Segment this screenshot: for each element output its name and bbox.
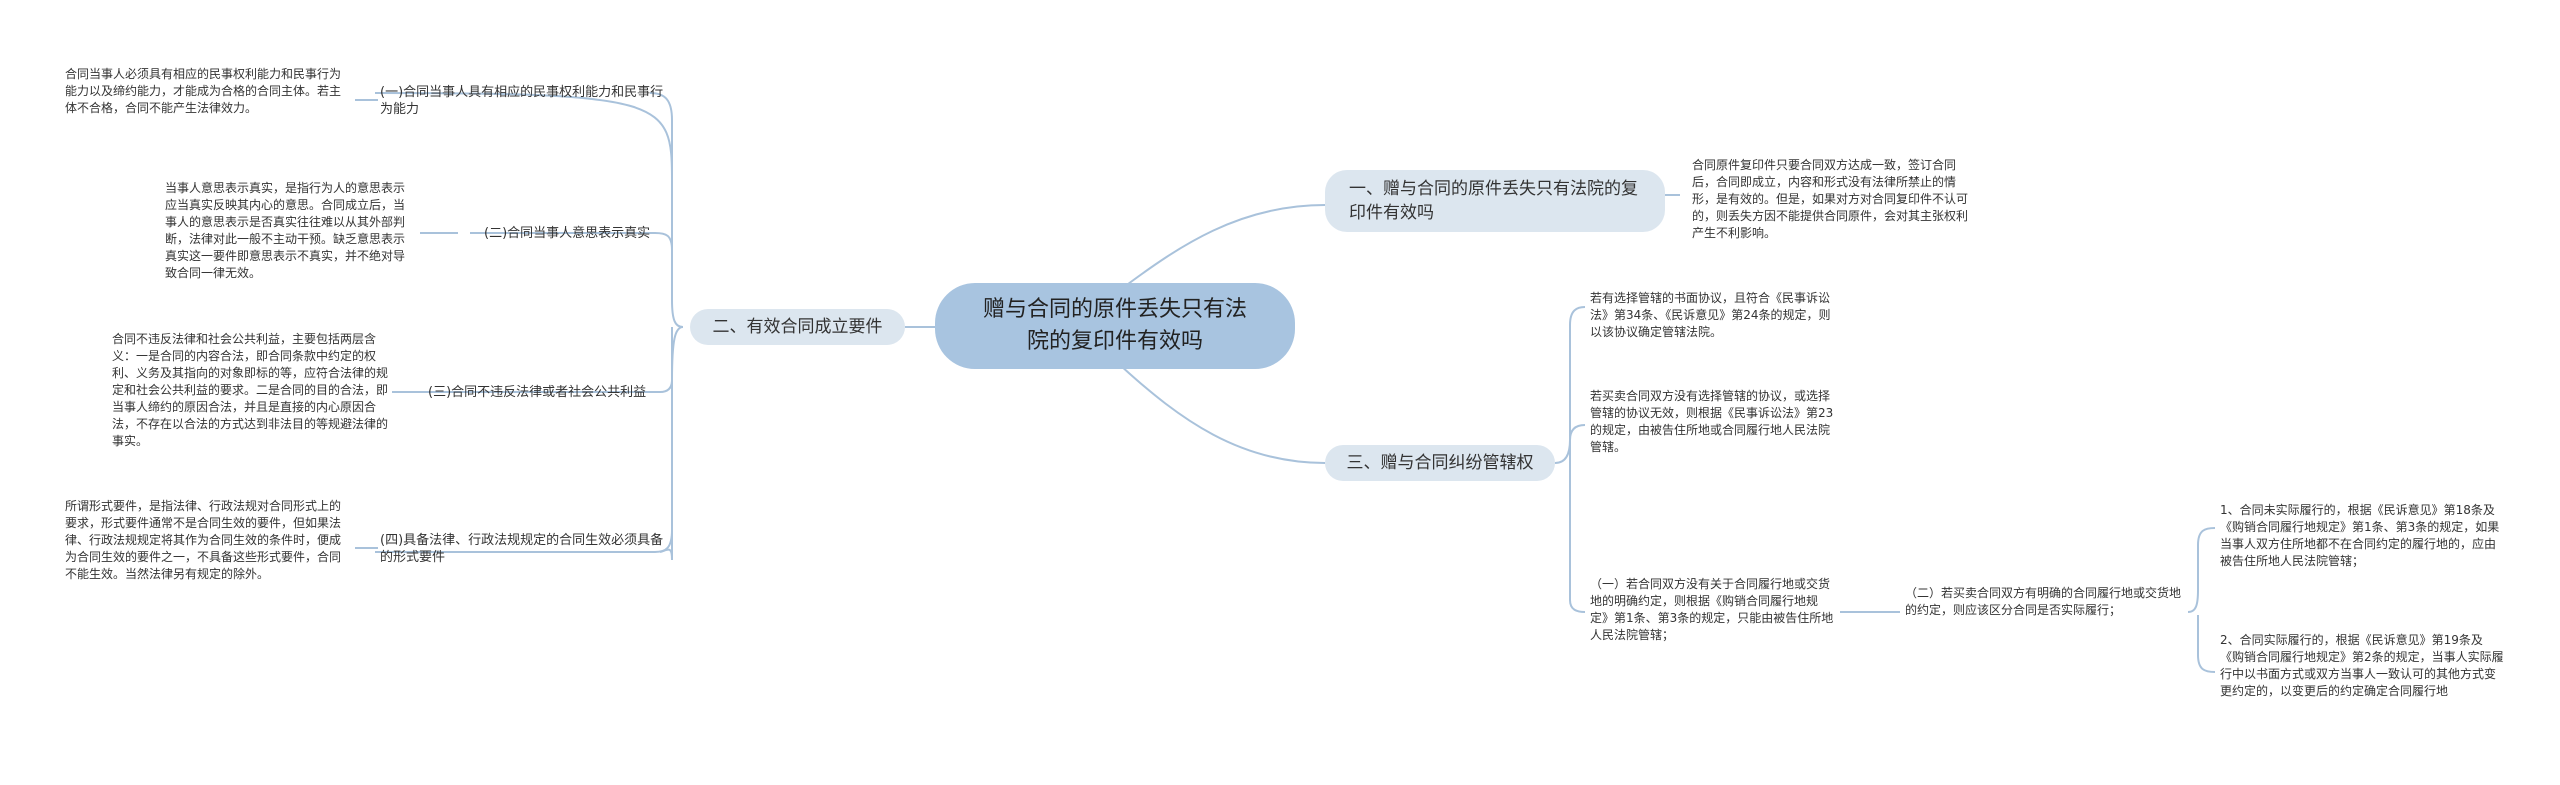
edge-b3-i2 [1569,424,1586,441]
branch-2-title: 二、有效合同成立要件 [712,317,883,337]
b2-detail-1: 合同当事人必须具有相应的民事权利能力和民事行为能力以及缔约能力，才能成为合格的合… [65,67,342,115]
root-node[interactable]: 赠与合同的原件丢失只有法院的复印件有效吗 [935,283,1295,369]
b3-sub-label: （二）若买卖合同双方有明确的合同履行地或交货地的约定，则应该区分合同是否实际履行… [1905,586,2182,617]
edge-b2-spine [649,92,684,561]
b3-item-3: （一）若合同双方没有关于合同履行地或交货地的明确约定，则根据《购销合同履行地规定… [1590,577,1834,642]
edge-b3-spine [1554,306,1586,613]
b2-detail-4: 所谓形式要件，是指法律、行政法规对合同形式上的要求，形式要件通常不是合同生效的要… [65,499,342,581]
b2-detail-2: 当事人意思表示真实，是指行为人的意思表示应当真实反映其内心的意思。合同成立后，当… [165,181,406,280]
branch-1-leaf: 合同原件复印件只要合同双方达成一致，签订合同后，合同即成立，内容和形式没有法律所… [1692,158,1969,240]
branch-node-1[interactable]: 一、赠与合同的原件丢失只有法院的复印件有效吗 [1325,170,1665,232]
edge-sub-spine [2187,527,2216,673]
branch-node-3[interactable]: 三、赠与合同纠纷管辖权 [1325,445,1555,481]
branch-3-title: 三、赠与合同纠纷管辖权 [1346,453,1534,473]
b3-item-1: 若有选择管辖的书面协议，且符合《民事诉讼法》第34条、《民诉意见》第24条的规定… [1590,291,1831,339]
branch-node-2[interactable]: 二、有效合同成立要件 [690,309,905,345]
b3-sub-child-1: 1、合同未实际履行的，根据《民诉意见》第18条及《购销合同履行地规定》第1条、第… [2220,503,2500,568]
edge-b2-l4 [375,380,673,553]
b2-label-3[interactable]: (三)合同不违反法律或者社会公共利益 [428,385,647,400]
b2-label-4[interactable]: (四)具备法律、行政法规规定的合同生效必须具备的形式要件 [380,533,664,565]
edge-root-b3 [1119,364,1326,464]
b2-label-2[interactable]: (二)合同当事人意思表示真实 [484,226,651,241]
b3-item-2: 若买卖合同双方没有选择管辖的协议，或选择管辖的协议无效，则根据《民事诉讼法》第2… [1590,389,1834,454]
branch-1-title: 一、赠与合同的原件丢失只有法院的复印件有效吗 [1349,179,1638,223]
root-title: 赠与合同的原件丢失只有法院的复印件有效吗 [982,297,1247,354]
b3-sub-child-2: 2、合同实际履行的，根据《民诉意见》第19条及《购销合同履行地规定》第2条的规定… [2220,633,2504,698]
edge-b2-l2 [470,232,673,251]
edge-b2-l1 [374,92,673,181]
edge-root-b1 [1119,204,1326,291]
b2-detail-3: 合同不违反法律和社会公共利益，主要包括两层含义：一是合同的内容合法，即合同条款中… [112,332,389,448]
edge-b2-l3 [425,326,684,393]
b2-label-1[interactable]: (一)合同当事人具有相应的民事权利能力和民事行为能力 [380,85,664,117]
